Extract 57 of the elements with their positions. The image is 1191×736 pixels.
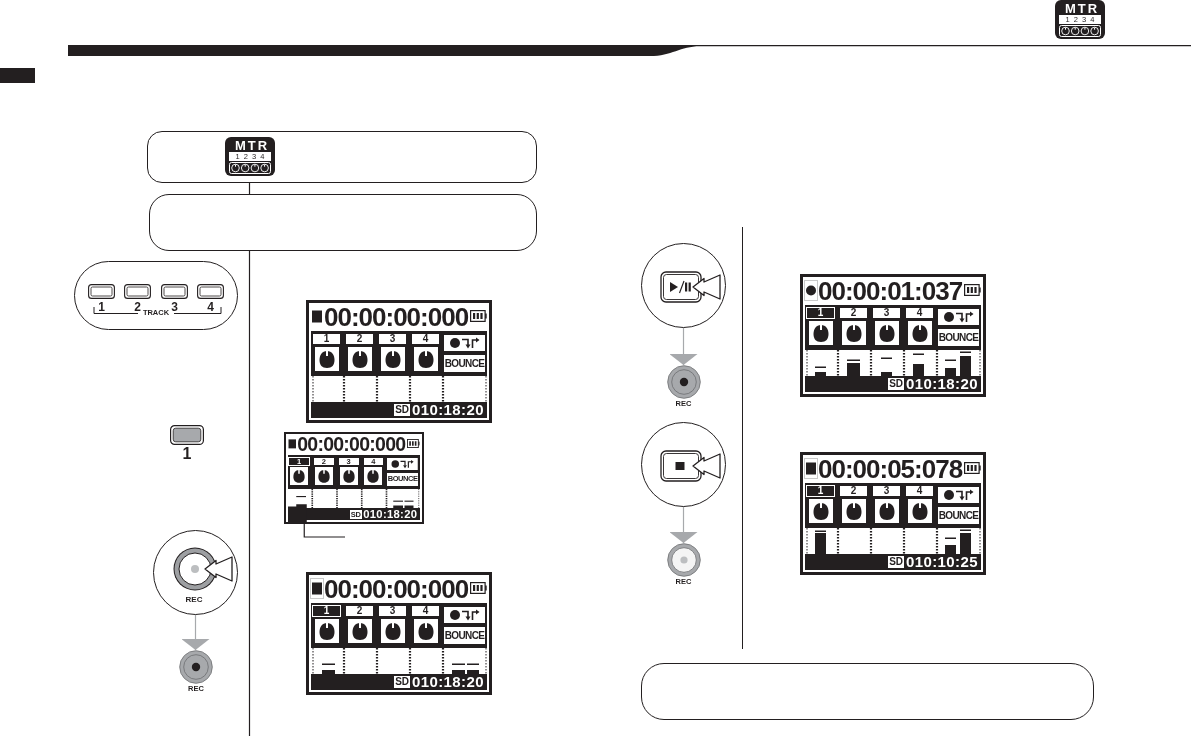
key-number: 3	[171, 301, 178, 313]
track-number: 1	[806, 485, 835, 497]
lcd-screen	[306, 300, 492, 423]
rounded-panel	[149, 194, 537, 251]
bounce-label: BOUNCE	[444, 627, 485, 644]
bounce-label: BOUNCE	[938, 329, 979, 346]
track-number: 4	[905, 485, 934, 497]
badge-title: MTR	[233, 139, 270, 152]
remaining-time: 010:10:25	[906, 554, 978, 570]
track-number: 2	[345, 333, 374, 345]
remaining-time: 010:18:20	[363, 508, 418, 521]
time-counter: 00:00:00:000	[297, 434, 406, 455]
arrow	[669, 505, 698, 544]
lcd-screen	[800, 452, 986, 575]
track-number: 3	[872, 485, 901, 497]
arrow	[181, 613, 210, 651]
connector-line	[248, 250, 251, 736]
bounce-label: BOUNCE	[938, 507, 979, 524]
sd-label: SD	[888, 556, 904, 568]
rounded-panel	[147, 131, 537, 183]
track-number: 3	[378, 333, 407, 345]
track-number: 3	[872, 307, 901, 319]
track-number: 3	[378, 605, 407, 617]
time-counter: 00:00:00:000	[324, 576, 469, 602]
time-counter: 00:00:05:078	[818, 456, 963, 482]
remaining-time: 010:18:20	[906, 376, 978, 392]
track-number: 1	[312, 605, 341, 617]
track-number: 2	[839, 307, 868, 319]
key-number: 1	[182, 445, 192, 462]
track-number: 4	[411, 333, 440, 345]
rounded-panel	[641, 663, 1094, 720]
key-number: 1	[98, 301, 105, 313]
track-number: 1	[806, 307, 835, 319]
leader-line	[303, 523, 346, 538]
remaining-time: 010:18:20	[412, 674, 484, 690]
time-counter: 00:00:01:037	[818, 278, 963, 304]
button-label: REC	[185, 594, 203, 604]
connector-line	[248, 182, 251, 195]
sd-label: SD	[394, 676, 410, 688]
track-number: 4	[905, 307, 934, 319]
lcd-screen	[306, 572, 492, 695]
track-number: 2	[839, 485, 868, 497]
time-counter: 00:00:00:000	[324, 304, 469, 330]
track-number: 2	[345, 605, 374, 617]
badge-title: MTR	[1063, 2, 1100, 15]
key-number: 4	[207, 301, 214, 313]
bounce-label: BOUNCE	[444, 355, 485, 372]
level-bar	[287, 496, 307, 524]
track-number: 1	[312, 333, 341, 345]
lcd-screen	[284, 432, 424, 525]
arrow	[669, 327, 698, 366]
key-number: 2	[134, 301, 141, 313]
sd-label: SD	[888, 378, 904, 390]
sd-label: SD	[394, 404, 410, 416]
lcd-screen	[800, 274, 986, 397]
track-number: 4	[411, 605, 440, 617]
remaining-time: 010:18:20	[412, 402, 484, 418]
